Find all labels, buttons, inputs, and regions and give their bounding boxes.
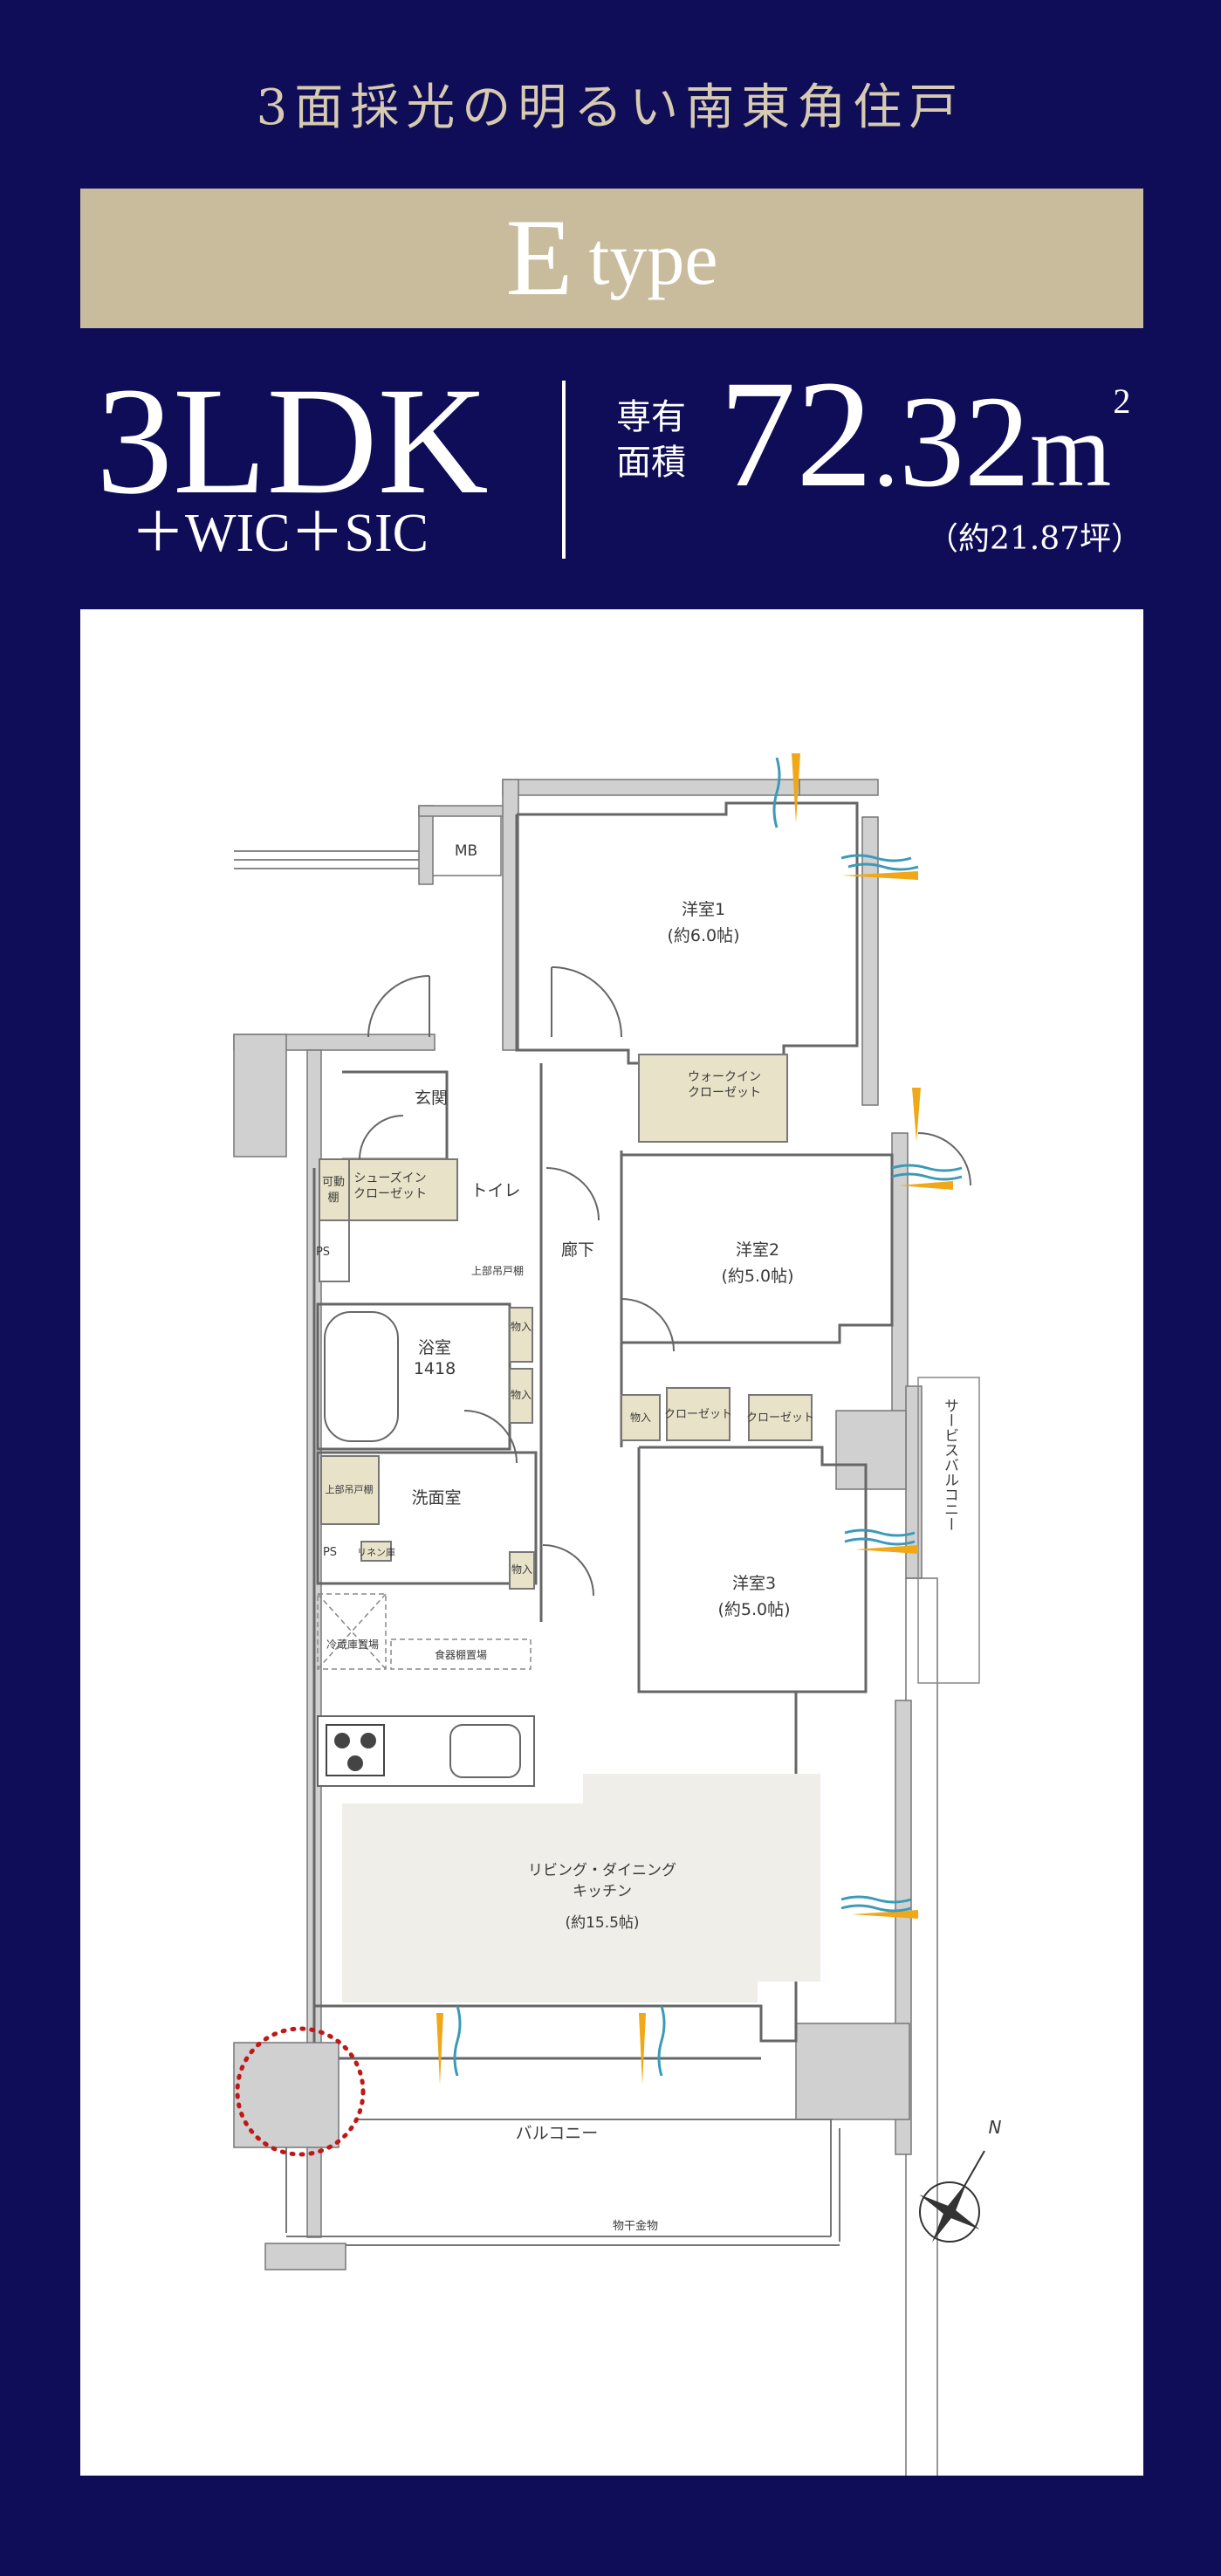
label-genkan: 玄関 <box>415 1089 448 1108</box>
area-tsubo: （約21.87坪） <box>927 521 1143 557</box>
label-yoshitsu1: 洋室1 <box>682 900 725 919</box>
wind-indicators <box>453 757 963 2077</box>
area-value: 72.32m2 <box>719 358 1130 512</box>
jobu-box <box>320 1455 380 1525</box>
label-shoes-in: シューズイン <box>353 1171 426 1185</box>
area-decimal: 32 <box>899 369 1030 514</box>
label-walkin-closet: クローゼット <box>688 1086 761 1100</box>
label-ldk-1: リビング・ダイニング <box>528 1862 676 1879</box>
type-word: type <box>588 216 718 300</box>
plan-name: 3LDK <box>96 356 489 526</box>
label-monohoshi: 物干金物 <box>613 2219 658 2233</box>
monoire-1-box <box>509 1307 533 1363</box>
label-ldk-size: (約15.5帖) <box>565 1914 639 1932</box>
label-kado-dana-1: 可動 <box>322 1176 345 1189</box>
label-yoshitsu3: 洋室3 <box>732 1574 776 1593</box>
label-yokushitsu-num: 1418 <box>414 1359 456 1378</box>
entrance-railing <box>234 850 429 869</box>
reizoko-area <box>317 1593 532 1670</box>
doors <box>359 966 971 1597</box>
label-walkin: ウォークイン <box>688 1070 761 1084</box>
plan-extra: ＋WIC＋SIC <box>131 504 429 563</box>
label-service-balcony: サービスバルコニー <box>941 1398 958 1532</box>
header-divider <box>562 381 566 559</box>
area-label-top: 専有 <box>616 397 686 437</box>
label-monoire-4: 物入 <box>511 1563 532 1576</box>
ldk-floor <box>342 1774 820 2002</box>
walls <box>233 779 980 2476</box>
floorplan-panel: MB 洋室1 (約6.0帖) ウォークイン クローゼット 玄関 可動 棚 シュー… <box>80 609 1143 2476</box>
label-mb: MB <box>455 842 477 860</box>
label-ps-2: PS <box>323 1546 337 1559</box>
label-ps-1: PS <box>316 1246 330 1259</box>
closets <box>319 1054 813 1590</box>
bathtub <box>324 1311 399 1442</box>
kitchen-counter <box>317 1715 535 1787</box>
closet-1-box <box>666 1387 731 1441</box>
label-balcony: バルコニー <box>516 2124 599 2143</box>
area-label-bottom: 面積 <box>616 443 686 483</box>
label-toilet: トイレ <box>470 1181 520 1200</box>
label-yoshitsu2-size: (約5.0帖) <box>721 1267 793 1286</box>
tagline: 3面採光の明るい南東角住戸 <box>256 79 965 136</box>
label-closet-2: クローゼット <box>746 1412 814 1425</box>
label-ldk-2: キッチン <box>573 1883 632 1900</box>
type-band: E type <box>80 189 1143 328</box>
label-closet-1: クローゼット <box>664 1408 732 1421</box>
monoire-2-box <box>509 1368 533 1424</box>
area-integer: 72 <box>719 349 873 519</box>
label-reizoko: 冷蔵庫置場 <box>326 1638 379 1651</box>
label-shokki: 食器棚置場 <box>435 1648 487 1661</box>
linen-box <box>360 1541 392 1562</box>
area-unit-sup: 2 <box>1113 381 1131 421</box>
kado-dana <box>319 1158 350 1221</box>
area-label: 専有 面積 <box>616 395 686 485</box>
label-senmenshitsu: 洗面室 <box>411 1488 461 1508</box>
compass-icon <box>919 2150 985 2243</box>
label-yoshitsu1-size: (約6.0帖) <box>667 926 739 945</box>
label-yoshitsu2: 洋室2 <box>736 1240 779 1260</box>
floorplan-drawing: MB 洋室1 (約6.0帖) ウォークイン クローゼット 玄関 可動 棚 シュー… <box>233 753 1002 2476</box>
highlight-marker <box>235 2026 366 2157</box>
monoire-4-box <box>509 1551 535 1590</box>
balcony-outline <box>285 2119 840 2246</box>
daylight-indicators <box>436 753 953 2085</box>
label-jobu-toda: 上部吊戸棚 <box>471 1264 524 1277</box>
area-unit: m <box>1030 392 1112 508</box>
label-linen: リネン庫 <box>357 1546 395 1558</box>
label-yokushitsu: 浴室 <box>418 1338 451 1357</box>
walkin-closet <box>638 1054 788 1143</box>
label-jobu-toda-2: 上部吊戸棚 <box>326 1483 374 1495</box>
label-monoire-3: 物入 <box>630 1412 651 1424</box>
closet-2-box <box>748 1394 813 1441</box>
monoire-3-box <box>621 1394 661 1441</box>
label-roka: 廊下 <box>561 1240 594 1260</box>
area-point: . <box>873 392 899 508</box>
label-monoire-1: 物入 <box>511 1321 532 1333</box>
label-yoshitsu3-size: (約5.0帖) <box>717 1600 790 1619</box>
type-letter: E <box>505 197 573 319</box>
label-north: N <box>989 2117 1002 2138</box>
shoes-closet <box>348 1158 458 1221</box>
label-shoes-closet: クローゼット <box>353 1187 427 1201</box>
label-kado-dana-2: 棚 <box>327 1192 339 1205</box>
label-monoire-2: 物入 <box>511 1389 532 1401</box>
